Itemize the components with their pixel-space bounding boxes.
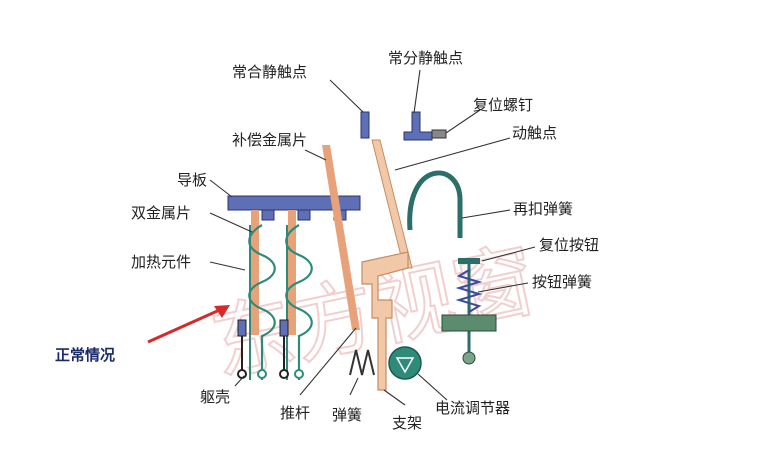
terminal-2 [294, 369, 304, 379]
label-current-regulator: 电流调节器 [435, 399, 510, 417]
leader-push-rod [299, 327, 357, 396]
label-compensating-strip: 补偿金属片 [232, 131, 307, 149]
housing-contact-2 [279, 319, 289, 337]
leader-compensating [304, 149, 327, 161]
label-button-spring: 按钮弹簧 [532, 273, 592, 291]
label-reset-button: 复位按钮 [539, 236, 599, 254]
heating-coil-2 [285, 224, 313, 380]
button-spring-coil [455, 269, 483, 313]
housing-terminal-1 [237, 369, 247, 379]
leader-housing [234, 375, 245, 387]
label-nc-contact: 常合静触点 [232, 63, 307, 81]
label-guide-plate: 导板 [177, 171, 207, 189]
leader-heating [209, 261, 246, 271]
leader-regulator [417, 373, 448, 401]
reset-button-base [441, 314, 497, 332]
spring-zigzag [349, 349, 375, 376]
label-moving-contact: 动触点 [512, 124, 557, 142]
normal-arrow [147, 306, 225, 344]
leader-spring [349, 377, 359, 396]
leader-bracket [383, 389, 406, 406]
terminal-1 [257, 369, 267, 379]
current-regulator-dial [388, 346, 422, 380]
no-contact [403, 111, 433, 141]
guide-plate-tab-2 [297, 209, 311, 221]
label-bracket: 支架 [392, 414, 422, 432]
normal-arrowhead [214, 305, 230, 318]
bimetal-strip-2 [288, 210, 296, 335]
moving-contact-lever [371, 139, 413, 269]
housing-terminal-2 [279, 369, 289, 379]
label-housing: 躯壳 [200, 388, 230, 406]
label-push-rod: 推杆 [280, 404, 310, 422]
reset-button-cap [458, 258, 480, 264]
reset-button-knob [462, 351, 476, 365]
leader-reset-button [481, 246, 536, 262]
leader-no-contact [413, 69, 421, 114]
label-normal-condition: 正常情况 [55, 346, 115, 364]
leader-rebuckle [461, 209, 511, 219]
reset-screw [431, 129, 447, 139]
heating-coil-1 [248, 224, 276, 380]
current-regulator-mark [395, 357, 415, 374]
label-rebuckle-spring: 再扣弹簧 [513, 200, 573, 218]
leader-nc-contact [329, 79, 364, 113]
label-spring: 弹簧 [332, 406, 362, 424]
leader-bimetal [209, 212, 253, 233]
rebuckle-spring [407, 170, 463, 238]
bimetal-strip-1 [251, 210, 259, 335]
nc-contact [360, 111, 370, 139]
push-rod-lever [361, 251, 409, 391]
leader-guide-plate [209, 179, 233, 198]
guide-plate-tab-1 [261, 209, 275, 221]
leader-moving-contact [394, 137, 511, 171]
leader-button-spring [477, 282, 529, 293]
compensating-strip [322, 145, 360, 330]
label-bimetal-strip: 双金属片 [131, 204, 191, 222]
housing-contact-1 [237, 319, 247, 337]
leader-reset-screw [445, 109, 481, 134]
label-reset-screw: 复位螺钉 [473, 96, 533, 114]
guide-plate [227, 195, 361, 211]
label-no-contact: 常分静触点 [388, 49, 463, 67]
label-heating-element: 加热元件 [131, 253, 191, 271]
